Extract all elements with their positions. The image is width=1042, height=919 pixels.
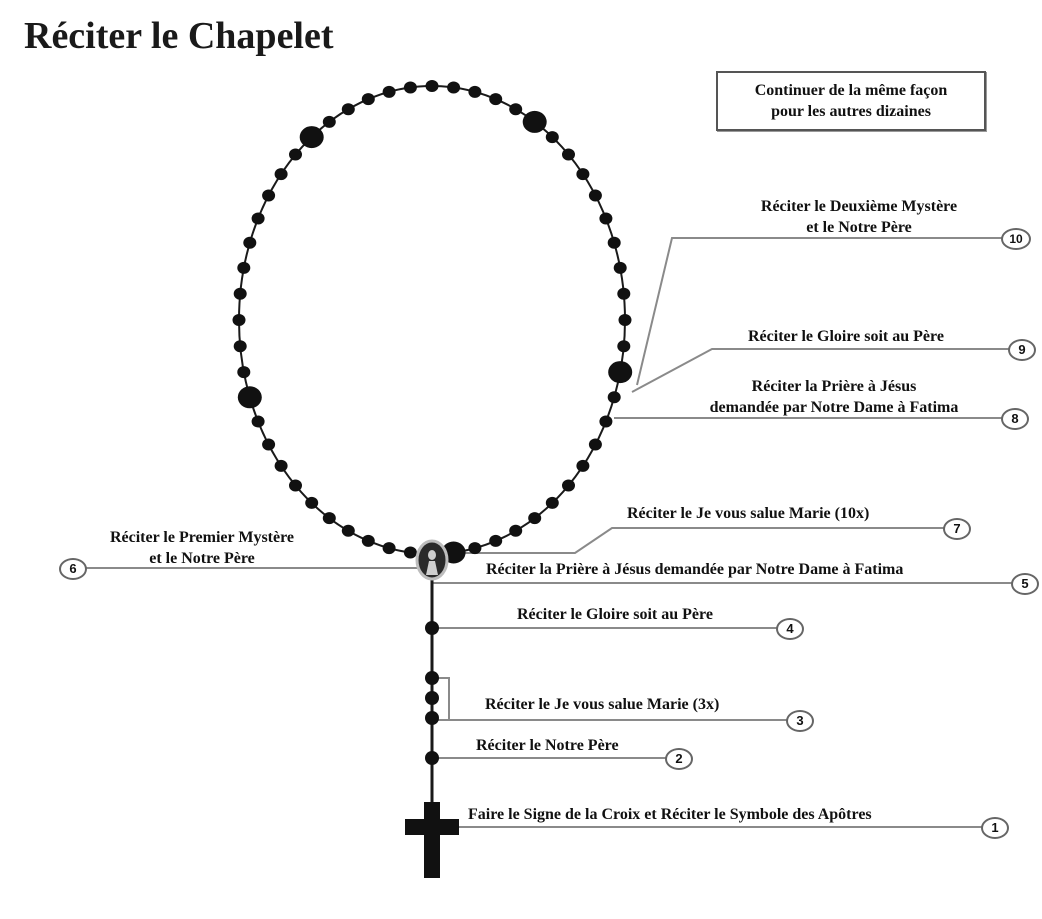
leader-line-3-bracket [433, 677, 450, 721]
pendant-beads [425, 621, 439, 765]
pendant-bead-hail-mary-2 [425, 691, 439, 705]
continue-note-box: Continuer de la même façon pour les autr… [716, 71, 986, 131]
continue-note-line-2: pour les autres dizaines [771, 103, 931, 120]
step-10-badge: 10 [1001, 228, 1031, 250]
crucifix-icon [405, 802, 459, 878]
step-5-badge: 5 [1011, 573, 1039, 595]
step-10-line-2: et le Notre Père [806, 219, 912, 236]
small-bead [361, 93, 375, 106]
small-bead [588, 189, 602, 202]
step-2-label: Réciter le Notre Père [476, 737, 619, 754]
small-bead [274, 459, 288, 472]
small-bead [545, 496, 559, 509]
small-bead [588, 438, 602, 451]
step-9-label: Réciter le Gloire soit au Père [748, 328, 944, 345]
large-bead [608, 361, 633, 384]
page-title: Réciter le Chapelet [24, 15, 334, 57]
step-2-badge: 2 [665, 748, 693, 770]
step-7-badge: 7 [943, 518, 971, 540]
step-1-badge: 1 [981, 817, 1009, 839]
step-3-label: Réciter le Je vous salue Marie (3x) [485, 696, 720, 713]
small-bead [403, 546, 417, 559]
pendant-bead-glory [425, 621, 439, 635]
small-bead [618, 314, 632, 326]
step-6-label: Réciter le Premier Mystère et le Notre P… [86, 527, 318, 569]
small-bead [576, 459, 590, 472]
step-8-label: Réciter la Prière à Jésus demandée par N… [678, 376, 990, 418]
step-8-line-1: Réciter la Prière à Jésus [751, 378, 917, 395]
step-8-line-2: demandée par Notre Dame à Fatima [709, 399, 959, 416]
small-bead [607, 236, 621, 249]
small-bead [509, 103, 523, 116]
leader-line-10 [636, 237, 1003, 386]
small-bead [322, 512, 336, 525]
small-bead [251, 415, 265, 428]
step-5-label: Réciter la Prière à Jésus demandée par N… [486, 561, 904, 578]
continue-note-line-1: Continuer de la même façon [754, 82, 948, 99]
small-bead [447, 81, 461, 94]
step-10-line-1: Réciter le Deuxième Mystère [760, 198, 958, 215]
small-bead [562, 479, 575, 492]
loop-beads [232, 80, 633, 564]
step-3-badge: 3 [786, 710, 814, 732]
small-bead [509, 524, 523, 537]
miraculous-medal-icon [415, 539, 449, 581]
large-bead [237, 386, 262, 409]
small-bead [237, 366, 251, 379]
small-bead [289, 479, 302, 492]
step-6-badge: 6 [59, 558, 87, 580]
small-bead [403, 81, 417, 94]
leader-line-7 [442, 527, 945, 554]
step-4-label: Réciter le Gloire soit au Père [517, 606, 713, 623]
small-bead [576, 168, 590, 181]
small-bead [233, 287, 247, 300]
small-bead [262, 189, 276, 202]
small-bead [251, 212, 265, 225]
large-bead [522, 110, 547, 133]
small-bead [599, 415, 613, 428]
small-bead [289, 148, 302, 161]
small-bead [562, 148, 575, 161]
step-6-line-2: et le Notre Père [149, 550, 255, 567]
leader-lines [85, 237, 1013, 828]
pendant-bead-our-father [425, 751, 439, 765]
pendant-bead-hail-mary-1 [425, 671, 439, 685]
small-bead [468, 542, 482, 555]
small-bead [382, 85, 396, 98]
small-bead [322, 115, 336, 128]
small-bead [262, 438, 276, 451]
small-bead [613, 261, 627, 274]
step-7-label: Réciter le Je vous salue Marie (10x) [627, 505, 870, 522]
large-bead [299, 126, 324, 149]
step-10-label: Réciter le Deuxième Mystère et le Notre … [736, 196, 982, 238]
small-bead [425, 80, 439, 92]
small-bead [274, 168, 288, 181]
small-bead [361, 534, 375, 547]
pendant-bead-hail-mary-3 [425, 711, 439, 725]
small-bead [341, 524, 355, 537]
step-9-badge: 9 [1008, 339, 1036, 361]
step-6-line-1: Réciter le Premier Mystère [109, 529, 295, 546]
small-bead [489, 93, 503, 106]
small-bead [243, 236, 257, 249]
small-bead [305, 496, 319, 509]
small-bead [382, 542, 396, 555]
step-8-badge: 8 [1001, 408, 1029, 430]
small-bead [617, 287, 631, 300]
small-bead [617, 340, 631, 353]
small-bead [232, 314, 246, 326]
leader-line-9 [631, 348, 1010, 393]
small-bead [545, 131, 559, 144]
small-bead [607, 391, 621, 404]
step-4-badge: 4 [776, 618, 804, 640]
small-bead [528, 512, 542, 525]
small-bead [233, 340, 247, 353]
small-bead [341, 103, 355, 116]
small-bead [599, 212, 613, 225]
step-1-label: Faire le Signe de la Croix et Réciter le… [468, 806, 872, 823]
small-bead [468, 85, 482, 98]
small-bead [489, 534, 503, 547]
small-bead [237, 261, 251, 274]
